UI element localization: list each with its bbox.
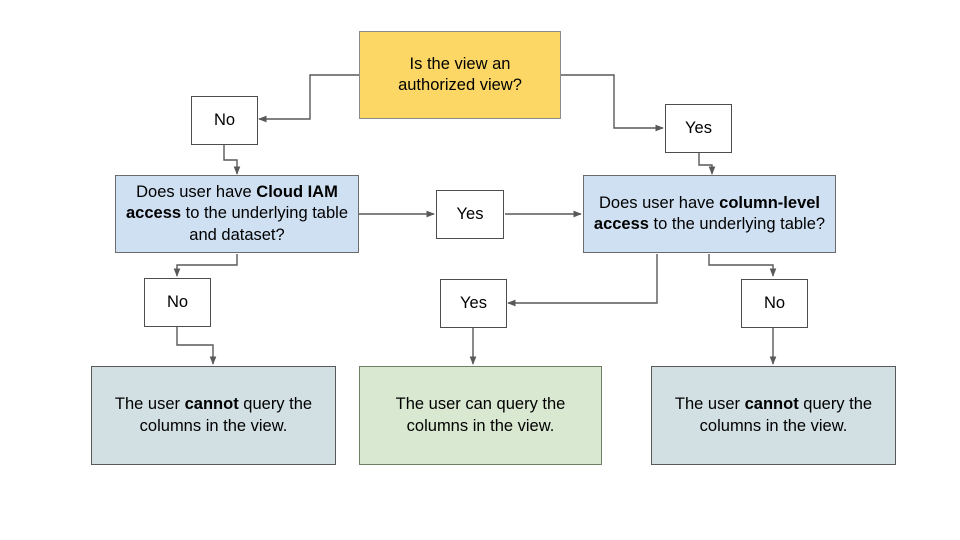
- node-yes-top[interactable]: Yes: [665, 104, 732, 153]
- outcome-left-part1: The user: [114, 395, 185, 414]
- node-iam-question[interactable]: Does user have Cloud IAM access to the u…: [115, 175, 359, 253]
- node-no-left[interactable]: No: [144, 278, 211, 327]
- edge-no-top-to-iam: [223, 145, 241, 175]
- outcome-right-part1: The user: [674, 395, 745, 414]
- edge-start-to-no-top: [258, 74, 359, 123]
- yes-middle-label: Yes: [456, 204, 484, 223]
- node-yes-bottom[interactable]: Yes: [440, 279, 507, 328]
- outcome-right-part2: query the columns in the view.: [699, 395, 873, 435]
- node-no-top[interactable]: No: [191, 96, 258, 145]
- edge-start-to-yes-top: [561, 74, 664, 132]
- edge-column-to-no-right: [708, 254, 777, 277]
- start-question-text: Is the view an authorized view?: [392, 54, 528, 96]
- column-question-text: Does user have column-level access to th…: [584, 193, 835, 235]
- node-start-question[interactable]: Is the view an authorized view?: [359, 31, 561, 119]
- node-yes-middle[interactable]: Yes: [436, 190, 504, 239]
- node-column-question[interactable]: Does user have column-level access to th…: [583, 175, 836, 253]
- outcome-left-bold1: cannot: [184, 395, 239, 414]
- outcome-middle-text: The user can query the columns in the vi…: [395, 395, 566, 435]
- iam-question-text: Does user have Cloud IAM access to the u…: [116, 182, 358, 245]
- outcome-right-text: The user cannot query the columns in the…: [652, 394, 895, 436]
- yes-top-label: Yes: [685, 118, 712, 137]
- outcome-left-part2: query the columns in the view.: [139, 395, 313, 435]
- no-top-label: No: [213, 110, 236, 129]
- iam-question-bold1: Cloud IAM: [256, 183, 338, 202]
- start-question-line1: Is the view an: [409, 54, 511, 73]
- edge-iam-to-no-left: [173, 254, 238, 277]
- node-no-right[interactable]: No: [741, 279, 808, 328]
- outcome-right-bold1: cannot: [744, 395, 799, 414]
- node-outcome-middle[interactable]: The user can query the columns in the vi…: [359, 366, 602, 465]
- no-right-label: No: [763, 293, 786, 312]
- no-left-label: No: [166, 292, 189, 311]
- node-outcome-right[interactable]: The user cannot query the columns in the…: [651, 366, 896, 465]
- iam-question-part1: Does user have: [136, 183, 257, 202]
- column-question-bold1: column-level access: [593, 193, 821, 233]
- edge-column-to-yes-bottom: [507, 254, 658, 307]
- yes-bottom-label: Yes: [460, 293, 487, 312]
- edge-yes-top-to-column: [698, 153, 716, 175]
- edge-no-left-to-outcome-left: [176, 327, 217, 365]
- start-question-line2: authorized view?: [398, 76, 522, 94]
- outcome-left-text: The user cannot query the columns in the…: [92, 394, 335, 436]
- iam-question-part3: to the underlying table and dataset?: [181, 204, 348, 244]
- column-question-part1: Does user have: [598, 193, 720, 212]
- node-outcome-left[interactable]: The user cannot query the columns in the…: [91, 366, 336, 465]
- iam-question-bold2: access: [125, 204, 182, 223]
- column-question-part2: to the underlying table?: [648, 215, 826, 233]
